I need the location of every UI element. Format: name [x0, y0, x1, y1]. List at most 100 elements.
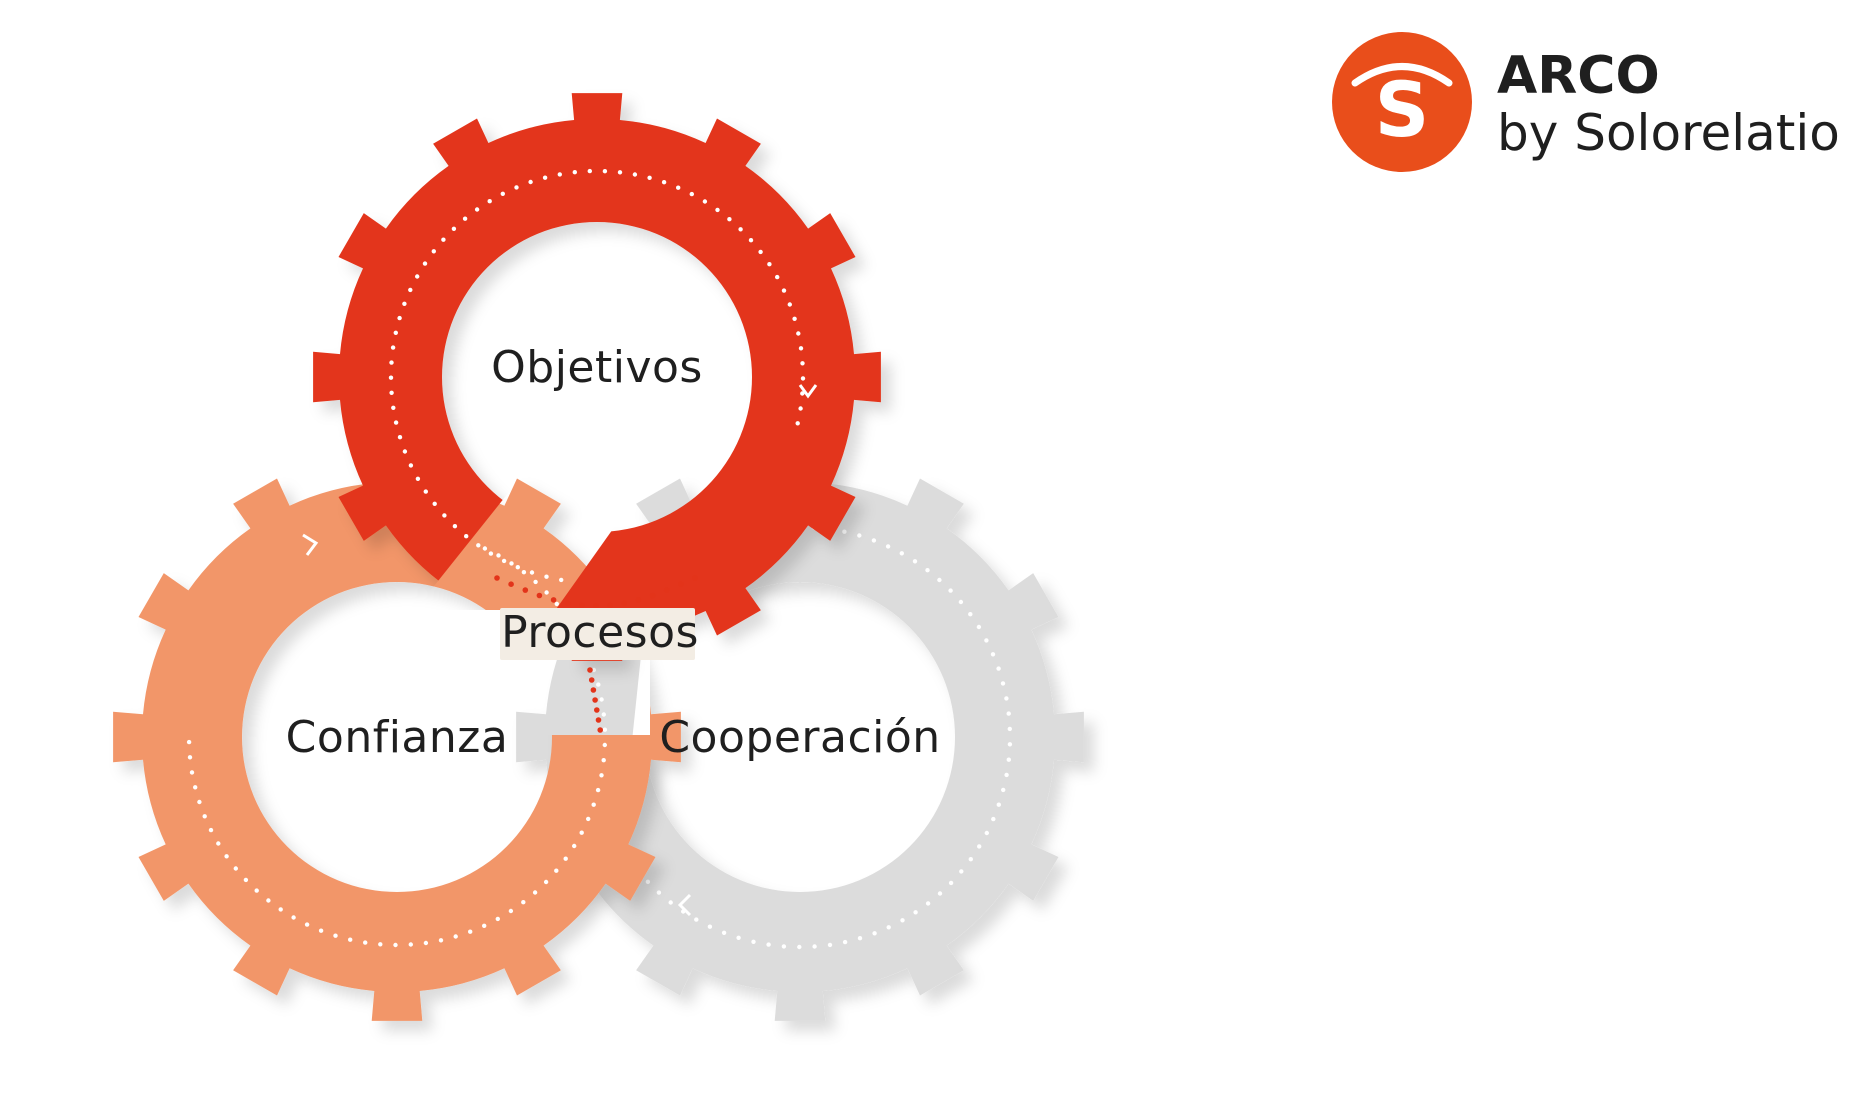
gear-dot [958, 599, 964, 605]
connector-dot [597, 727, 603, 733]
gear-dot [601, 712, 606, 717]
gear-dot [408, 942, 413, 947]
gear-dot [441, 237, 446, 242]
gear-dot [393, 942, 398, 948]
logo-arc-icon [1351, 63, 1453, 87]
gear-dot [514, 185, 519, 190]
gear-dot [187, 755, 193, 760]
connector-dot [564, 600, 571, 606]
gear-label-objetivos: Objetivos [491, 342, 703, 393]
gear-dot [462, 216, 468, 221]
gear-dot [694, 917, 699, 922]
gear-dot [601, 758, 606, 763]
gear-dot [792, 316, 797, 321]
gear-dot [968, 612, 973, 617]
gear-dot [787, 302, 792, 307]
gear-dot [596, 682, 601, 687]
gear-dot [984, 830, 989, 836]
gear-dot [617, 170, 623, 175]
gear-dot [990, 652, 996, 657]
gear-dot [408, 463, 414, 468]
gear-dot [186, 739, 192, 745]
gear-dot [1007, 726, 1012, 732]
gear-dot [408, 287, 413, 293]
gear-dot [925, 568, 930, 573]
gear-dot [798, 406, 803, 411]
gear-dot [781, 288, 787, 293]
gear-dot [591, 667, 597, 673]
gear-dot [474, 207, 480, 212]
gear-dot [202, 814, 207, 819]
gear-objetivos [313, 93, 881, 661]
gear-objetivos-body [313, 93, 881, 661]
gear-dot [487, 199, 492, 204]
gear-dot [452, 524, 458, 529]
arrow-confianza-icon [302, 533, 319, 556]
connector-dot [590, 687, 597, 693]
gear-dot [996, 802, 1001, 807]
gear-dot [389, 360, 394, 365]
connector-dot [508, 581, 514, 587]
logo-circle [1332, 32, 1472, 172]
center-label-bg [500, 608, 695, 660]
gear-dot [885, 544, 891, 549]
gear-dot [423, 940, 429, 946]
gear-dot [402, 301, 407, 306]
gear-dot [388, 375, 394, 380]
gear-dot [563, 856, 568, 861]
gear-dot [348, 937, 353, 942]
gear-dot [438, 938, 444, 943]
connector-dot [536, 592, 543, 599]
gear-dot [415, 274, 420, 279]
gear-dot [532, 890, 538, 895]
gear-dot [1004, 772, 1009, 778]
gear-dot [899, 551, 904, 556]
gear-dot [333, 933, 338, 938]
connector-dot [678, 581, 684, 587]
gear-dot [266, 898, 271, 903]
gear-dot [468, 929, 473, 934]
gear-dot [668, 900, 673, 905]
gear-dot [857, 533, 862, 538]
gear-dot [391, 405, 396, 410]
gear-dot [647, 175, 652, 180]
gear-dot [767, 262, 772, 267]
gear-dot [748, 238, 754, 243]
gear-dot [557, 172, 562, 177]
gear-dot [656, 890, 662, 895]
gear-dot [872, 931, 877, 936]
gear-dot [795, 421, 800, 426]
gear-dot [224, 854, 229, 859]
gear-dot [422, 261, 428, 266]
gear-dot [529, 570, 535, 575]
gear-dot [886, 925, 891, 930]
brand-title: ARCO [1497, 46, 1660, 106]
gear-dot [775, 274, 780, 280]
gear-dot [482, 923, 487, 928]
connector-dot [635, 597, 642, 603]
gear-dot [996, 666, 1001, 671]
gear-dot [900, 918, 905, 923]
gear-dot [464, 534, 469, 539]
gear-dot [796, 331, 801, 336]
gear-dot [602, 169, 608, 174]
gear-dot [599, 773, 604, 778]
gear-dot [591, 802, 596, 807]
gear-dot [453, 934, 458, 939]
gear-dot [645, 879, 651, 884]
gear-dot [254, 888, 259, 893]
gear-dot [632, 172, 638, 177]
gear-dot [488, 551, 494, 556]
gear-dot [800, 376, 806, 381]
gear-label-confianza: Confianza [286, 712, 509, 763]
gear-dot [431, 249, 436, 254]
gear-dot [599, 697, 604, 702]
center-label: Procesos [501, 607, 699, 658]
gear-dot [766, 942, 771, 947]
gear-dot [977, 844, 982, 849]
connector-dot [550, 597, 557, 603]
gear-dot [216, 841, 221, 846]
gear-dot [586, 816, 591, 822]
gear-dot [451, 226, 457, 231]
gear-dot [976, 624, 982, 630]
